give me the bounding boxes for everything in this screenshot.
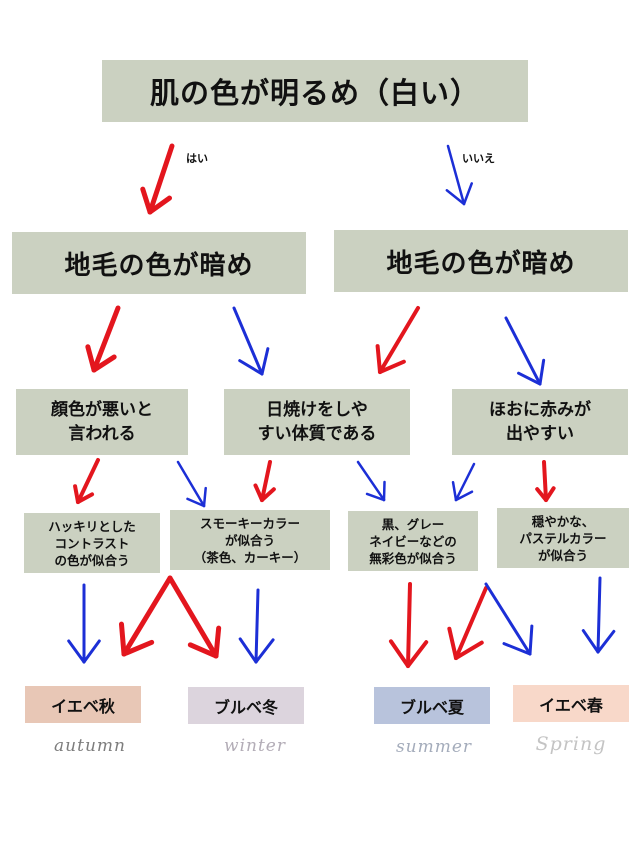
arrow-l1-left-blue <box>232 306 270 376</box>
result-spring: イエベ春 <box>513 685 629 722</box>
arrow-l1-left-red <box>85 305 121 373</box>
arrow-l1-right-blue <box>504 316 546 386</box>
arrow-l2c-red <box>535 460 556 502</box>
arrow-no <box>445 144 473 206</box>
arrow-l2b-blue <box>356 460 386 502</box>
arrow-l3b-blue <box>238 588 275 664</box>
season-spring: Spring <box>535 733 607 755</box>
question-red-cheeks: ほおに赤みが 出やすい <box>452 389 628 455</box>
trait-high-contrast: ハッキリとした コントラスト の色が似合う <box>24 513 160 573</box>
trait-pastel-colors: 穏やかな、 パステルカラー が似合う <box>497 508 629 568</box>
arrow-yes <box>140 143 175 215</box>
arrow-l2a-red <box>73 458 100 504</box>
arrow-l3b-red-left <box>118 575 173 657</box>
answer-no-label: いいえ <box>462 152 495 165</box>
season-autumn: autumn <box>54 736 126 756</box>
result-winter: ブルベ冬 <box>188 687 304 724</box>
question-hair-dark-right: 地毛の色が暗め <box>334 230 628 292</box>
root-question: 肌の色が明るめ（白い） <box>102 60 528 122</box>
result-autumn: イエベ秋 <box>25 686 141 723</box>
question-hair-dark-left: 地毛の色が暗め <box>12 232 306 294</box>
result-summer: ブルベ夏 <box>374 687 490 724</box>
trait-achromatic-colors: 黒、グレー ネイビーなどの 無彩色が似合う <box>348 511 478 571</box>
question-tans-easily: 日焼けをしや すい体質である <box>224 389 410 455</box>
arrow-l3c-red <box>388 582 429 668</box>
arrow-l3b-red-right <box>167 575 222 659</box>
arrow-l2c-blue <box>451 462 476 502</box>
question-dull-complexion: 顔色が悪いと 言われる <box>16 389 188 455</box>
arrow-l3d-blue-diag <box>484 582 534 656</box>
answer-yes-label: はい <box>186 152 208 165</box>
arrow-l3a-blue <box>67 583 101 664</box>
season-winter: winter <box>224 736 286 756</box>
arrow-l3c-red-diag <box>447 586 488 660</box>
arrow-l3d-blue <box>581 576 616 654</box>
arrow-l2b-red <box>253 460 276 502</box>
arrow-l1-right-red <box>375 306 420 374</box>
arrow-l2a-blue <box>176 460 207 508</box>
season-summer: summer <box>395 737 473 757</box>
trait-smoky-colors: スモーキーカラー が似合う （茶色、カーキー） <box>170 510 330 570</box>
